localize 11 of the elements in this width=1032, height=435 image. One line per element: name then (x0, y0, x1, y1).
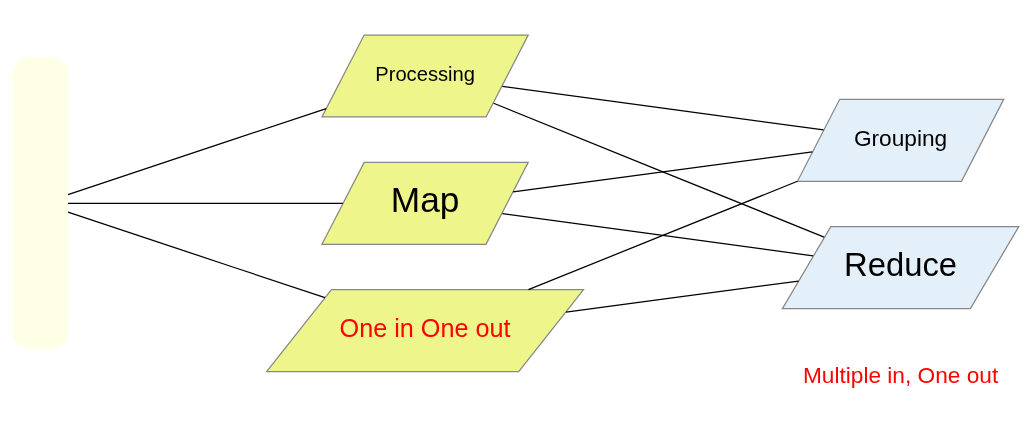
connector (67, 107, 327, 196)
connector (493, 102, 825, 238)
connector (67, 211, 326, 299)
node-box (12, 57, 69, 349)
connector (512, 151, 813, 193)
label: Multiple in, One out (802, 361, 999, 388)
connector (67, 202, 344, 204)
connector (565, 280, 800, 313)
connector (501, 213, 814, 257)
connector (501, 85, 825, 131)
connector (527, 180, 799, 291)
